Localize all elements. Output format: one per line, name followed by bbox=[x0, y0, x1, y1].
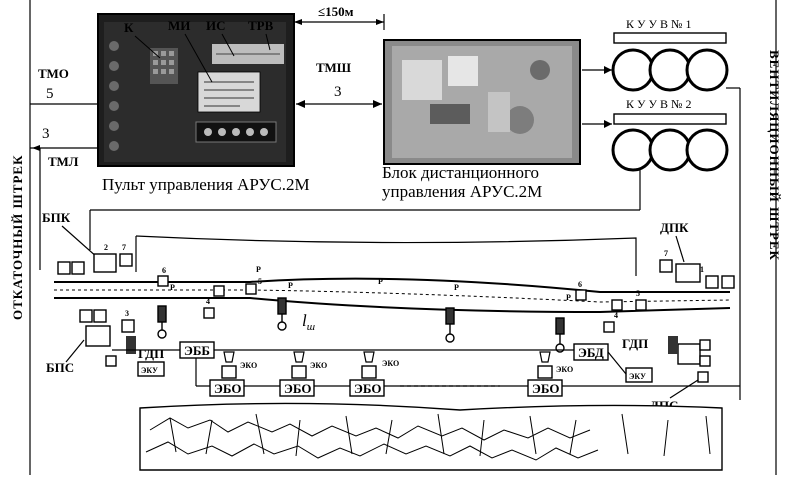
kuuv2-label: К У У В № 2 bbox=[626, 97, 691, 111]
ebo-boxes bbox=[209, 379, 563, 397]
control-panel bbox=[97, 13, 295, 167]
tml-label: ТМЛ bbox=[48, 154, 79, 169]
ebd-label: ЭБД bbox=[578, 345, 604, 360]
p-label-4: P bbox=[454, 283, 459, 292]
kuuv1-label: К У У В № 1 bbox=[626, 17, 691, 31]
distance-label: ≤150м bbox=[318, 4, 354, 19]
ebb-label: ЭББ bbox=[184, 343, 210, 358]
eko-boxes bbox=[221, 365, 553, 379]
dpk-unit bbox=[659, 259, 735, 289]
label-trv: ТРВ bbox=[248, 18, 274, 33]
lsh-label: lш bbox=[302, 311, 315, 333]
gdp-left-sensor bbox=[126, 336, 136, 354]
bps-unit bbox=[79, 309, 135, 367]
num-4-left: 4 bbox=[206, 297, 210, 306]
num-5-right: 5 bbox=[636, 289, 640, 298]
dpk-label: ДПК bbox=[660, 220, 689, 235]
label-k: К bbox=[124, 20, 134, 35]
eku-left-label: ЭКУ bbox=[141, 366, 158, 375]
gdp-left-label: ГДП bbox=[138, 346, 164, 361]
eko-label-4: ЭКО bbox=[556, 365, 573, 374]
dps-unit bbox=[668, 336, 711, 383]
num-1-dpk: 1 bbox=[700, 265, 704, 274]
eku-right-box bbox=[625, 367, 653, 383]
num-7-dpk: 7 bbox=[664, 249, 668, 258]
sensor-boxes bbox=[157, 275, 647, 333]
right-drift-label: ВЕНТИЛЯЦИОННЫЙ ШТРЕК bbox=[767, 50, 782, 261]
bpk-label: БПК bbox=[42, 210, 71, 225]
eku-right-label: ЭКУ bbox=[629, 372, 646, 381]
p-label-6: P bbox=[256, 265, 261, 274]
tml-count: 3 bbox=[42, 126, 50, 142]
eko-label-2: ЭКО bbox=[310, 361, 327, 370]
eko-lamps bbox=[223, 351, 551, 363]
gdp-right-label: ГДП bbox=[622, 336, 648, 351]
eko-label-1: ЭКО bbox=[240, 361, 257, 370]
ebo-label-1: ЭБО bbox=[214, 381, 241, 396]
eko-label-3: ЭКО bbox=[382, 359, 399, 368]
p-label-5: P bbox=[566, 293, 571, 302]
tmo-count: 5 bbox=[46, 86, 54, 102]
num-4-right: 4 bbox=[614, 311, 618, 320]
num-3-bps: 3 bbox=[125, 309, 129, 318]
ebo-label-3: ЭБО bbox=[354, 381, 381, 396]
tmsh-label: ТМШ bbox=[316, 60, 352, 75]
tmsh-count: 3 bbox=[334, 84, 342, 100]
bps-label: БПС bbox=[46, 360, 74, 375]
num-2-bpk: 2 bbox=[104, 243, 108, 252]
p-label-2: P bbox=[288, 281, 293, 290]
num-7-bpk: 7 bbox=[122, 243, 126, 252]
panel-caption: Пульт управления АРУС.2М bbox=[102, 175, 310, 194]
p-label-1: P bbox=[170, 283, 175, 292]
bpk-unit bbox=[57, 253, 133, 275]
label-mi: МИ bbox=[168, 18, 190, 33]
num-6-right: 6 bbox=[578, 280, 582, 289]
tmo-label: ТМО bbox=[38, 66, 69, 81]
ebo-label-4: ЭБО bbox=[532, 381, 559, 396]
left-drift-label: ОТКАТОЧНЫЙ ШТРЕК bbox=[10, 154, 25, 320]
p-label-3: P bbox=[378, 277, 383, 286]
ebo-label-2: ЭБО bbox=[284, 381, 311, 396]
num-6-left: 6 bbox=[162, 266, 166, 275]
remote-block-caption-line2: управления АРУС.2М bbox=[382, 182, 542, 201]
rock-floor bbox=[139, 402, 723, 471]
hydraulic-supports bbox=[157, 297, 565, 353]
kuuv2-unit bbox=[611, 113, 729, 172]
label-is: ИС bbox=[206, 18, 226, 33]
remote-control-block bbox=[383, 39, 581, 165]
conveyor bbox=[54, 277, 731, 314]
eku-left-box bbox=[137, 361, 165, 377]
remote-block-caption-line1: Блок дистанционного bbox=[382, 163, 539, 182]
num-5-left: 5 bbox=[258, 277, 262, 286]
kuuv1-unit bbox=[611, 32, 729, 92]
